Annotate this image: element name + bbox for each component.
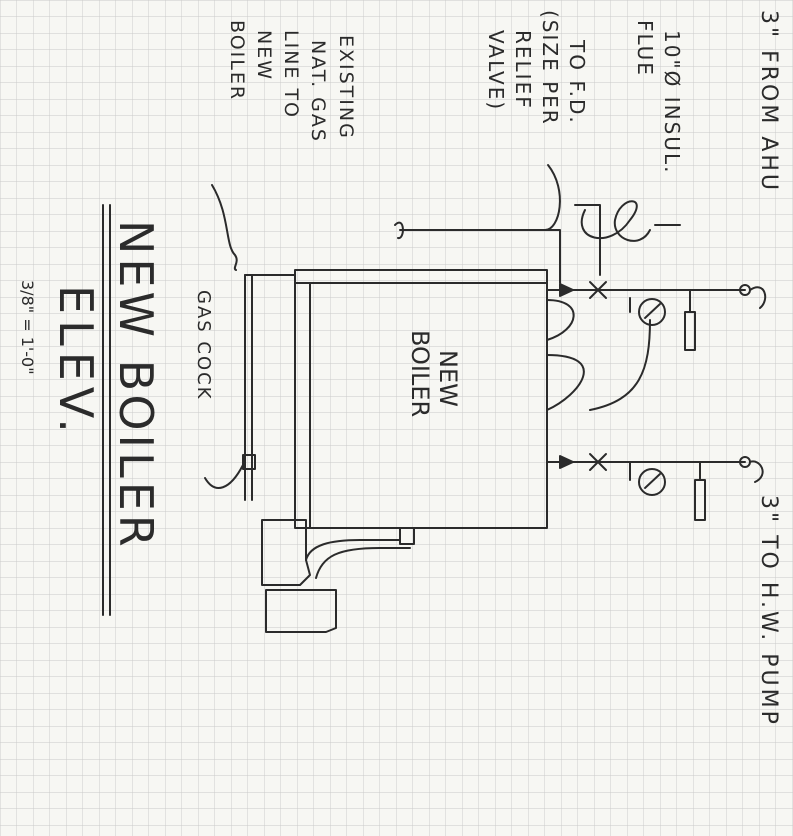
gas-cock-valve: [242, 454, 256, 470]
condensate-pipe: [305, 539, 401, 561]
note-relief-line3: RELIEF: [511, 30, 535, 110]
supply-pipe-loop: [546, 354, 585, 411]
return-gauge-needle: [644, 473, 661, 489]
relief-discharge-pipe: [399, 229, 561, 284]
note-gas-line2: NAT. GAS: [307, 40, 329, 143]
return-pressure-gauge: [638, 468, 666, 496]
condensate-pipe-2: [315, 547, 411, 579]
burner-assembly: [261, 519, 311, 586]
note-gas-line1: EXISTING: [335, 35, 357, 140]
supply-return-curve: [589, 319, 651, 411]
note-gas-line5: BOILER: [226, 20, 248, 101]
boiler-body: [294, 269, 548, 529]
relief-valve-leader: [394, 221, 404, 239]
flue-connection: [574, 204, 601, 276]
supply-gauge-needle: [644, 303, 661, 319]
supply-thermometer: [684, 311, 696, 351]
note-from-ahu: 3" FROM AHU: [756, 10, 781, 193]
supply-isolation-valve: [589, 281, 607, 299]
gas-cock-leader: [204, 464, 244, 489]
note-relief-line1: TO F.D.: [565, 39, 589, 125]
supply-pressure-gauge: [638, 298, 666, 326]
from-ahu-leader: [749, 286, 767, 309]
relief-label-leader: [544, 164, 561, 231]
supply-flow-arrow: [559, 283, 574, 297]
return-isolation-valve: [589, 453, 607, 471]
note-relief-line4: VALVE): [484, 30, 508, 111]
return-thermometer: [694, 479, 706, 521]
drawing-scale: 3/8" = 1'-0": [18, 280, 37, 375]
boiler-bottom-fitting: [399, 527, 415, 545]
note-gas-line3: LINE TO: [280, 30, 302, 119]
return-flow-arrow: [559, 455, 574, 469]
drawing-subtitle: ELEV.: [49, 285, 103, 439]
burner-base: [265, 589, 337, 633]
to-pump-leader: [749, 460, 764, 483]
drawing-title: NEW BOILER: [109, 220, 163, 551]
boiler-label-new: NEW: [434, 350, 462, 407]
note-flue-line1: 10"Ø INSUL.: [660, 30, 684, 174]
drawing-linework: [102, 164, 767, 633]
note-relief-line2: (SIZE PER: [538, 10, 562, 126]
note-gas-cock: GAS COCK: [193, 290, 214, 401]
gas-label-leader: [211, 184, 238, 271]
note-to-hw-pump: 3" TO H.W. PUMP: [756, 495, 781, 727]
note-gas-line4: NEW: [253, 30, 275, 81]
note-flue-line2: FLUE: [633, 20, 657, 77]
boiler-label-boiler: BOILER: [406, 330, 434, 417]
flue-loop: [580, 200, 651, 242]
drawing-labels: NEW BOILER ELEV. 3/8" = 1'-0" NEW BOILER…: [18, 10, 781, 727]
supply-pipe-drop: [546, 299, 575, 341]
